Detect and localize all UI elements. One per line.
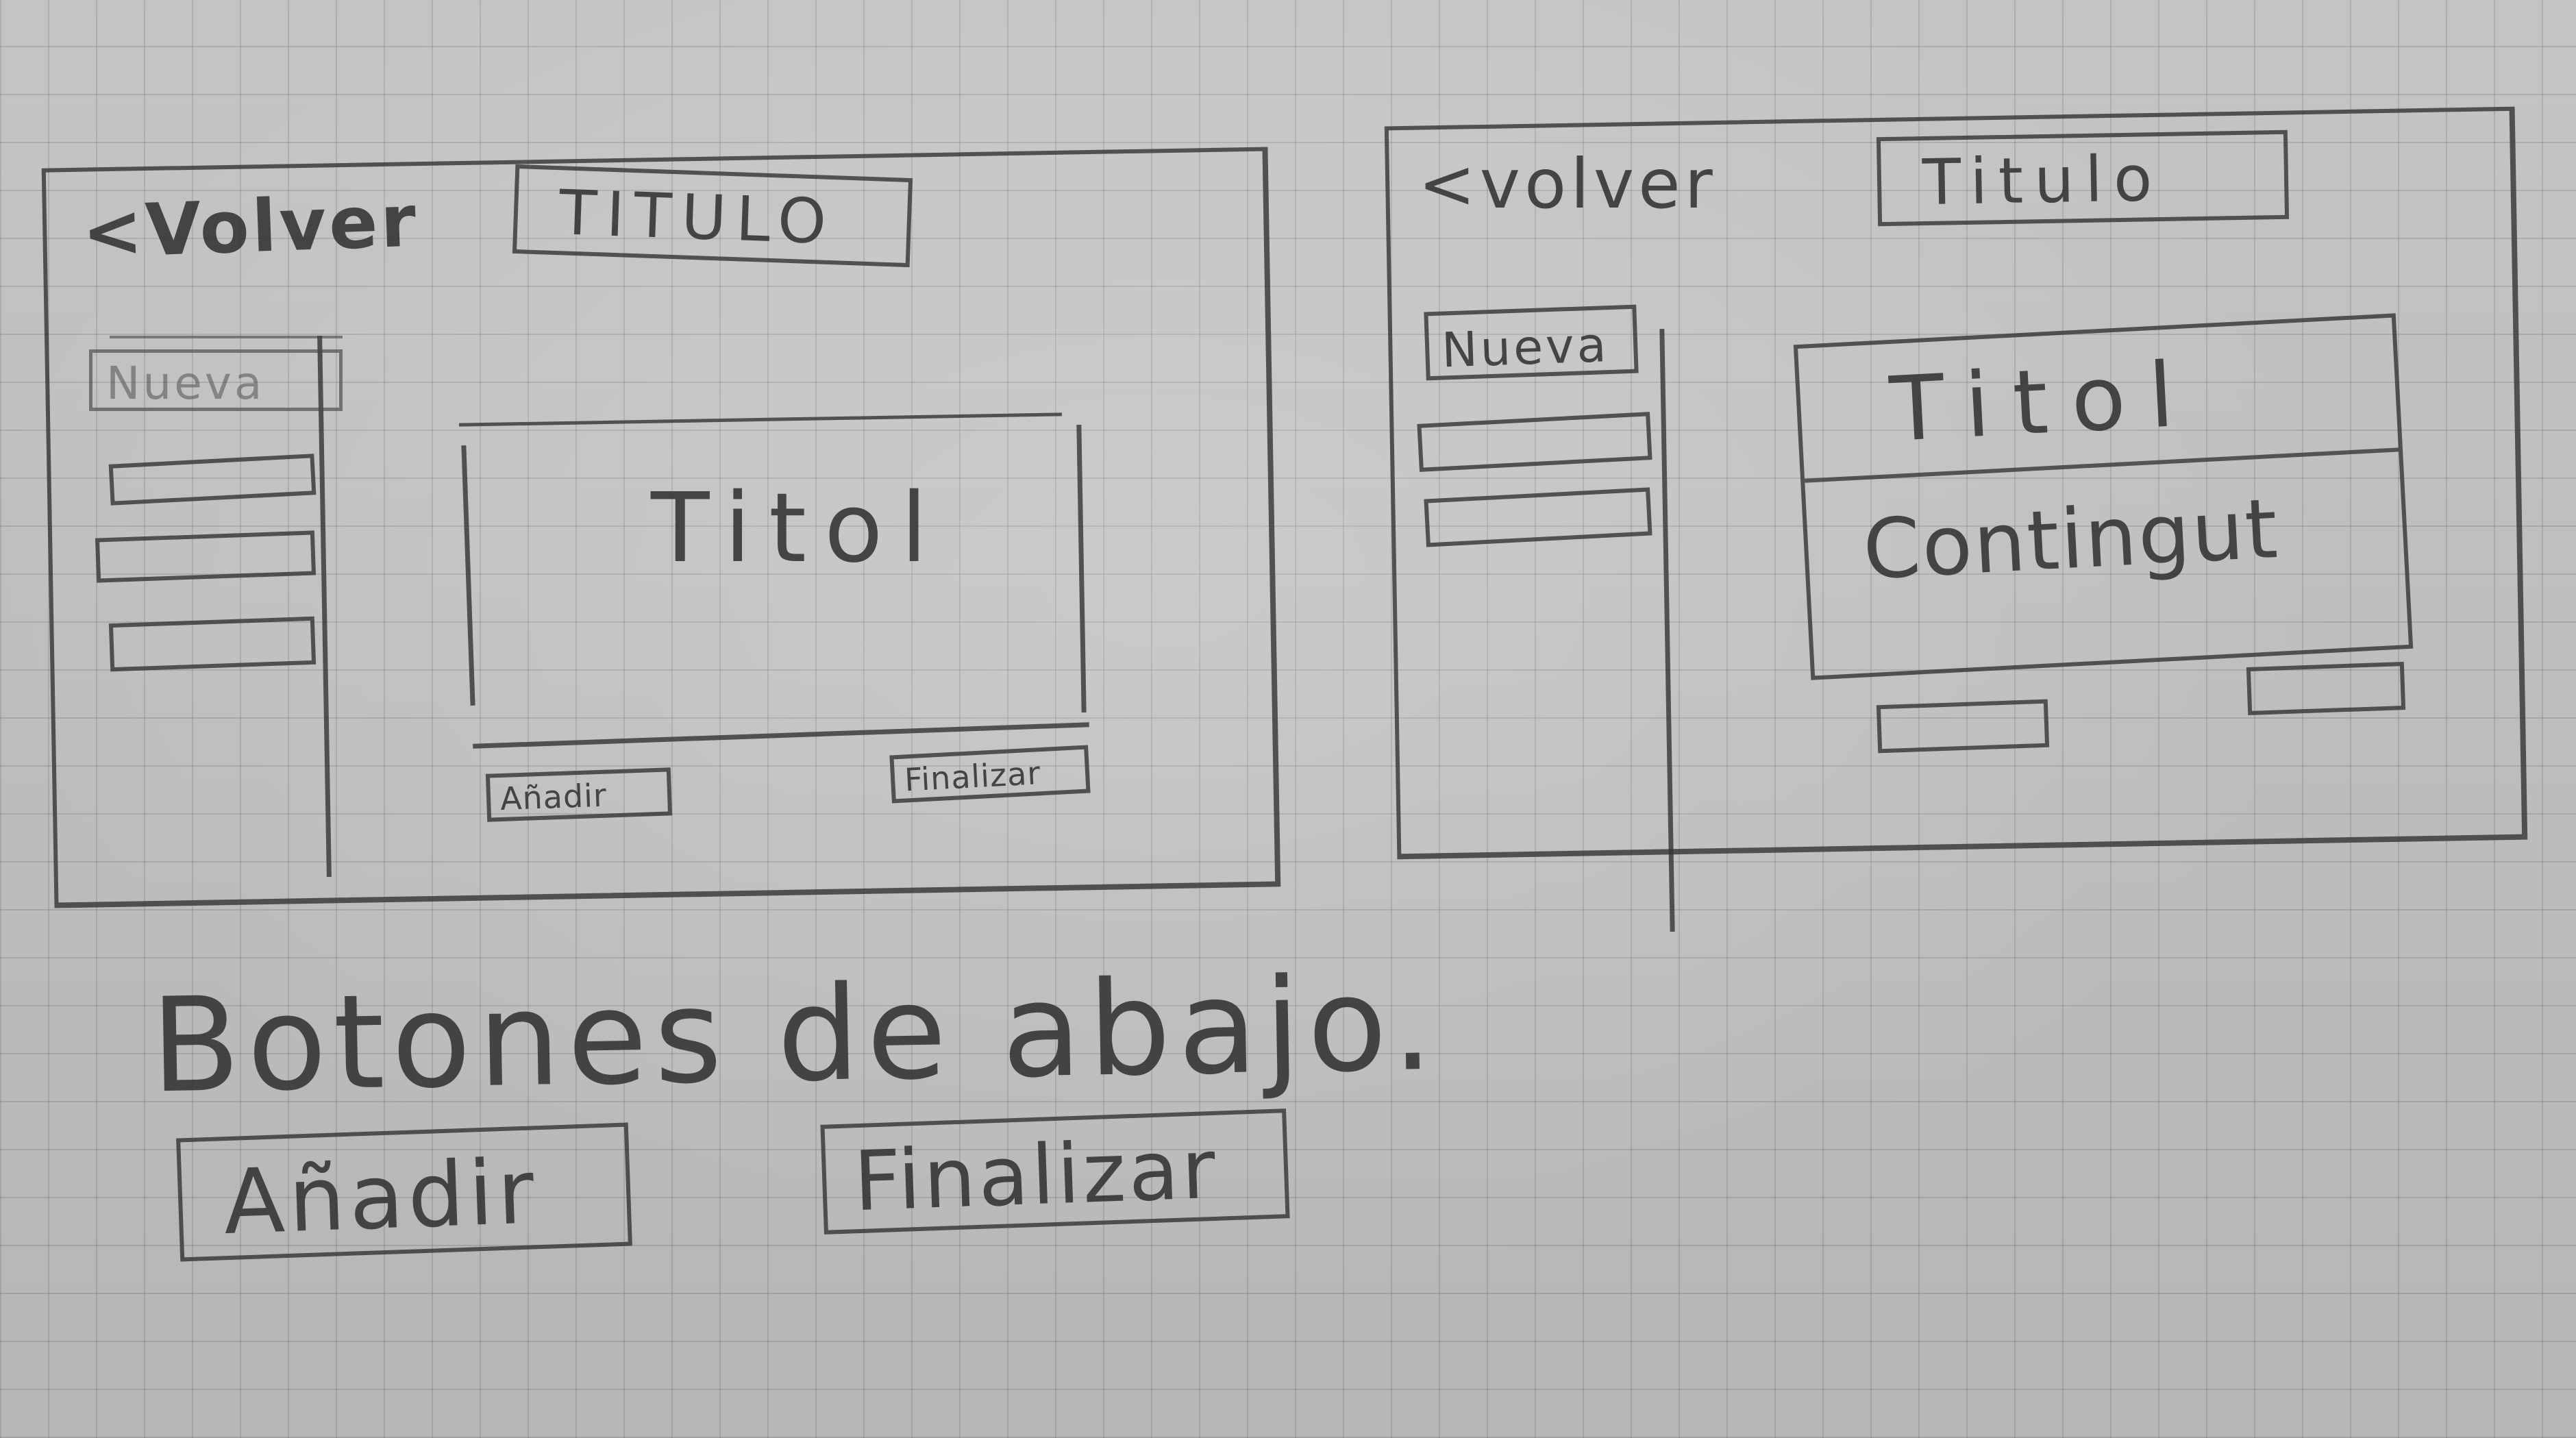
left-card-bottom-edge [473,722,1089,749]
right-card-content: Contingut [1861,481,2281,599]
right-footer-button-left[interactable] [1876,699,2050,754]
left-sidebar-item[interactable] [95,530,317,583]
left-back-link[interactable]: <Volver [81,179,421,275]
left-title-box: TITULO [512,164,913,268]
right-title-box: Titulo [1876,129,2290,227]
left-finish-button-label: Finalizar [903,754,1042,799]
right-back-link[interactable]: <volver [1418,144,1717,224]
right-new-button-label: Nueva [1440,317,1610,379]
left-add-button[interactable]: Añadir [485,767,673,822]
right-title-text: Titulo [1922,141,2164,220]
notes-heading: Botones de abajo. [149,947,1441,1122]
left-new-button[interactable]: Nueva [89,349,343,411]
left-card-left-edge [461,445,475,706]
right-card-title: Titol [1887,341,2200,462]
right-wireframe: <volver Titulo Nueva Titol Contingut [1377,103,2528,932]
right-footer-button-right[interactable] [2246,662,2406,715]
left-new-button-label: Nueva [106,357,265,410]
left-card: Titol [459,412,1096,760]
left-title-text: TITULO [558,177,837,259]
left-sidebar-item[interactable] [108,616,317,672]
notes-add-button: Añadir [176,1122,632,1262]
left-add-button-label: Añadir [499,776,608,817]
left-wireframe: <Volver TITULO Nueva Titol Añadir Finali… [41,130,1281,908]
left-sidebar-top-line [110,336,343,338]
notes-finish-button: Finalizar [820,1108,1290,1235]
notes-add-button-label: Añadir [221,1139,540,1255]
right-card: Titol Contingut [1793,313,2414,680]
left-card-title: Titol [651,473,945,584]
notes-finish-button-label: Finalizar [852,1121,1220,1230]
left-card-right-edge [1076,424,1087,713]
right-new-button[interactable]: Nueva [1424,304,1639,381]
